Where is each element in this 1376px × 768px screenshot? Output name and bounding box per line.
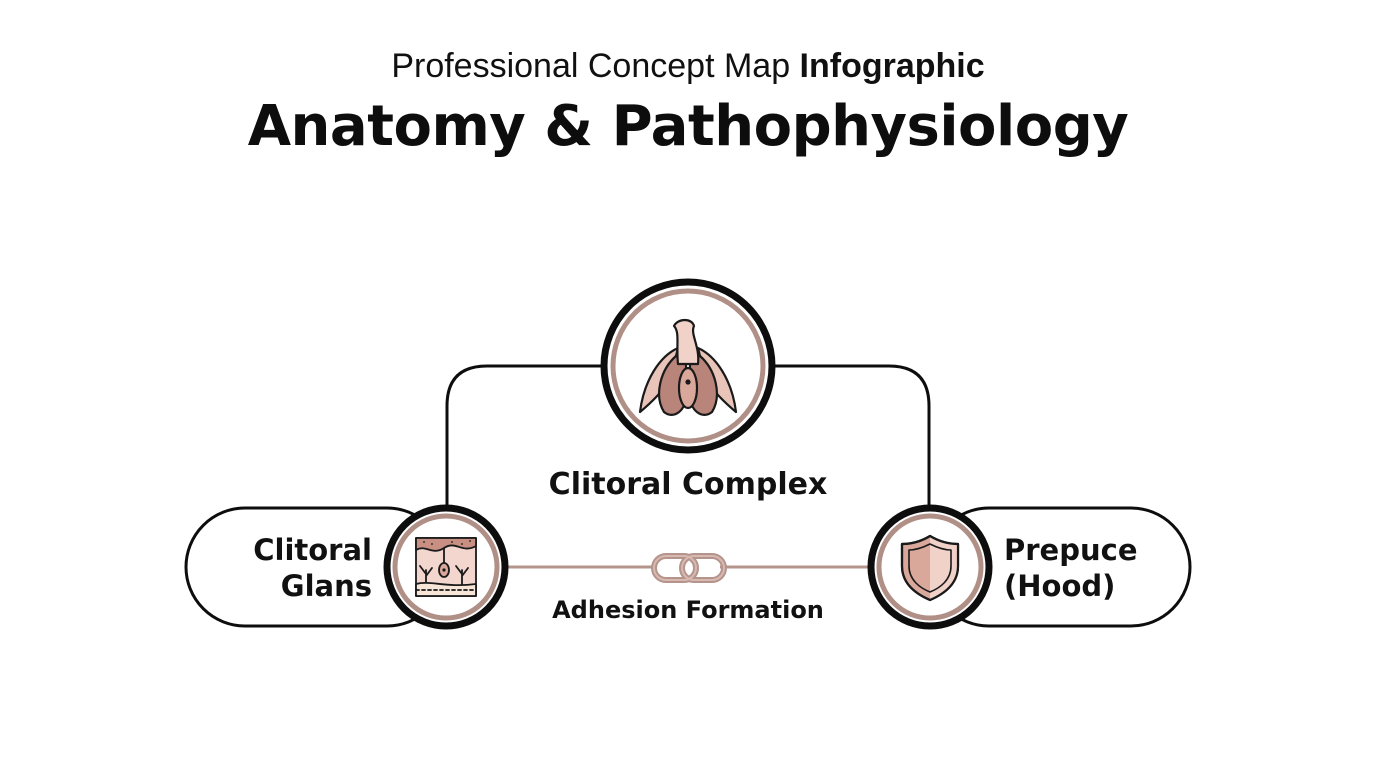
node-prepuce [867,504,993,630]
label-adhesion-formation: Adhesion Formation [552,596,824,624]
label-clitoral-glans: Clitoral Glans [236,532,372,604]
shield-icon [900,534,960,602]
subtitle-bold: Infographic [799,47,985,85]
label-prepuce-line1: Prepuce [1004,533,1138,567]
page-title: Anatomy & Pathophysiology [247,94,1129,159]
clitoris-anatomy-icon [638,318,738,416]
connector-center-to-prepuce [772,364,931,508]
node-clitoral-glans [383,504,509,630]
label-clitoral-glans-line2: Glans [280,569,372,603]
label-clitoral-complex: Clitoral Complex [548,467,828,502]
subtitle-regular: Professional Concept Map [391,47,800,85]
skin-tissue-layers-icon [415,537,477,597]
label-clitoral-glans-line1: Clitoral [253,533,372,567]
label-prepuce-line2: (Hood) [1004,569,1116,603]
connector-center-to-glans [445,364,604,508]
node-clitoral-complex [600,278,776,454]
label-prepuce: Prepuce (Hood) [1004,532,1164,604]
chain-link-icon [651,553,727,583]
page-subtitle: Professional Concept Map Infographic [0,44,1376,88]
